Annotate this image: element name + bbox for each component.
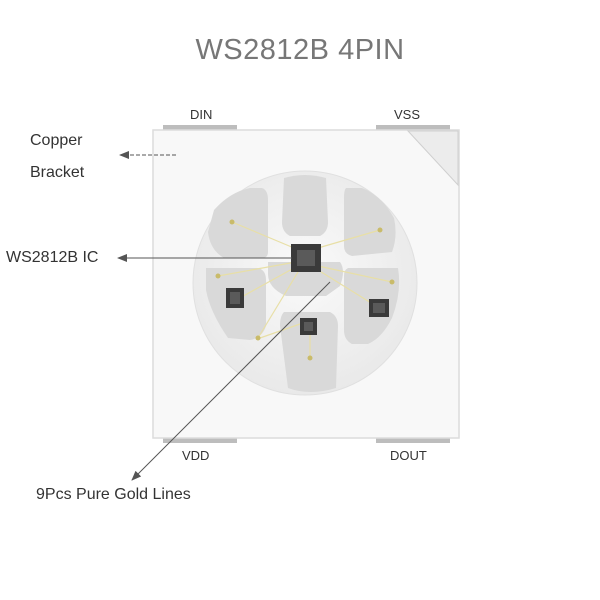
copper-bracket-label-line1: Copper — [30, 132, 83, 149]
ws2812b-ic-label: WS2812B IC — [6, 249, 99, 266]
led-die-center — [300, 318, 317, 335]
corner-notch — [406, 130, 459, 187]
pin-din-label: DIN — [190, 107, 213, 122]
diagram-title: WS2812B 4PIN — [195, 34, 405, 66]
led-die-left — [226, 288, 244, 308]
pin-vdd-pad — [163, 436, 237, 443]
gold-lines-arrow — [131, 281, 331, 481]
pin-vss-pad — [376, 125, 450, 132]
pin-vss-label: VSS — [394, 107, 421, 122]
gold-lines-label: 9Pcs Pure Gold Lines — [36, 486, 191, 503]
led-die-right — [369, 299, 389, 317]
wire-bond-points — [215, 219, 395, 361]
ws2812b-ic-chip — [291, 244, 321, 272]
gold-wires — [217, 221, 393, 358]
pin-vdd-label: VDD — [182, 448, 210, 463]
pin-dout-pad — [376, 436, 450, 443]
pin-dout-label: DOUT — [390, 448, 427, 463]
copper-bracket-label-line2: Bracket — [30, 164, 85, 181]
pin-din-pad — [163, 125, 237, 132]
copper-bracket — [206, 175, 400, 392]
